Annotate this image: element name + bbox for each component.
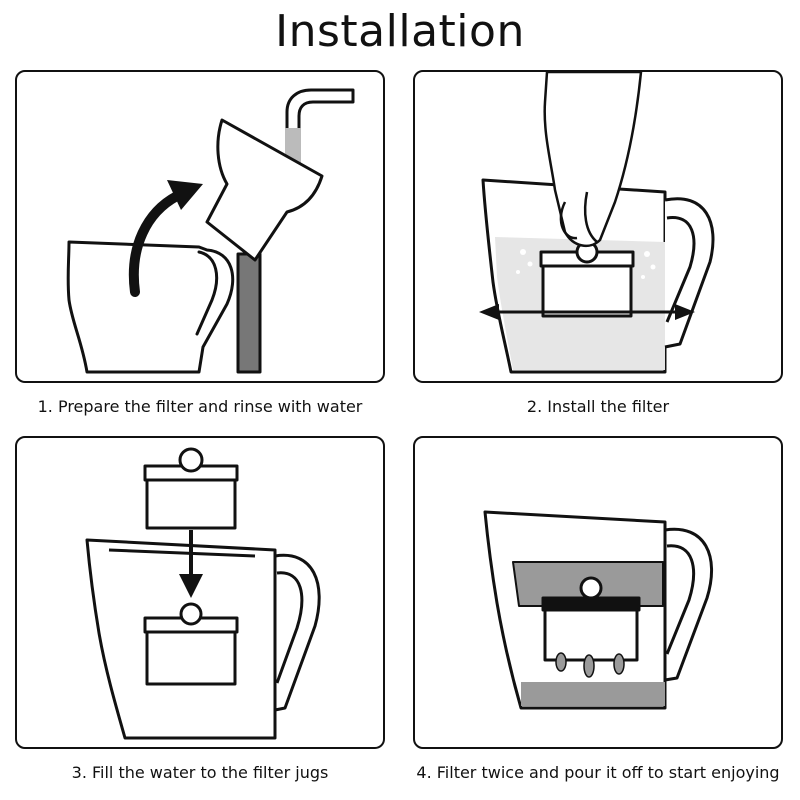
step-3-panel [15,436,385,749]
rinse-filter-under-tap-icon [66,88,355,374]
filter-drop-into-jug-icon [85,447,321,740]
step-1-caption: 1. Prepare the filter and rinse with wat… [37,397,363,416]
step-2-caption: 2. Install the filter [526,397,670,416]
step-4-caption: 4. Filter twice and pour it off to start… [416,763,780,782]
step-1-panel [15,70,385,383]
page-title: Installation [275,6,525,57]
step-2-panel [413,70,783,383]
water-dripping-through-filter-icon [483,510,713,710]
insert-filter-into-jug-icon [479,72,715,374]
step-4-panel [413,436,783,749]
step-3-caption: 3. Fill the water to the filter jugs [71,763,329,782]
